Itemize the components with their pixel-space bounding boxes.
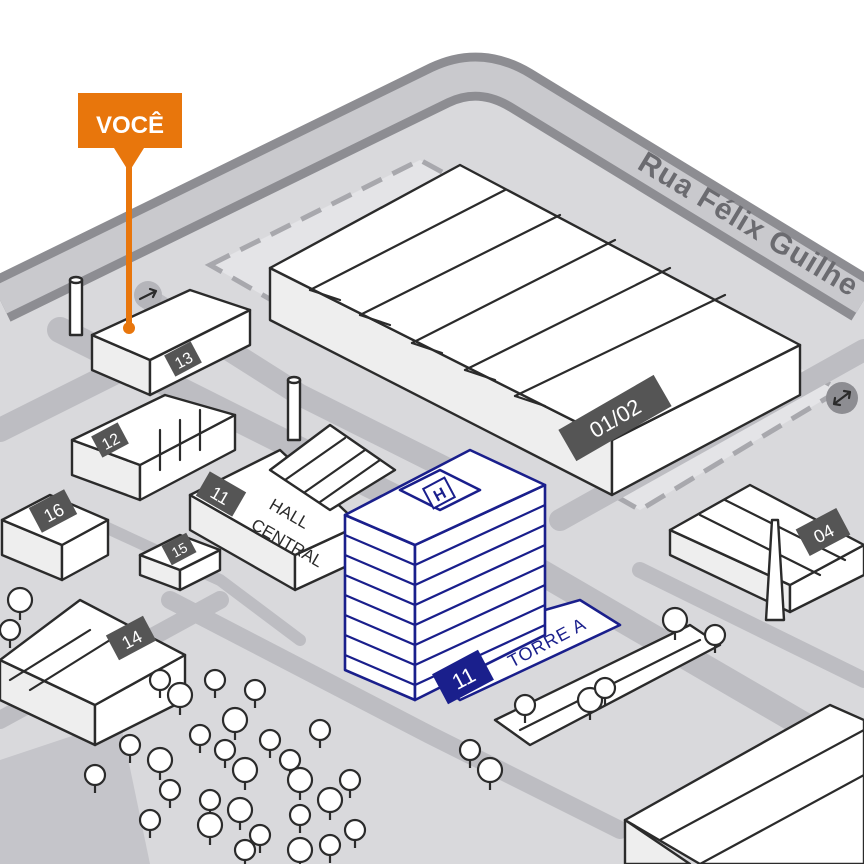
tree-icon <box>83 763 107 793</box>
building-14[interactable]: 14 <box>0 598 187 747</box>
building-bottom-right <box>623 703 864 864</box>
tree-icon <box>513 693 537 723</box>
tree-icon <box>316 786 344 820</box>
tree-icon <box>308 718 332 748</box>
tree-icon <box>661 606 689 640</box>
you-are-here-marker[interactable]: VOCÊ <box>78 93 182 334</box>
building-11-torre-a[interactable]: H 11 TORRE A <box>343 448 622 705</box>
building-11-torre-badge <box>432 649 494 705</box>
tree-icon <box>203 668 227 698</box>
building-12-badge <box>91 422 129 458</box>
marker-label: VOCÊ <box>96 111 164 139</box>
tree-icon <box>118 733 142 763</box>
tree-icon <box>476 756 504 790</box>
tree-icon <box>148 668 172 698</box>
building-01-02[interactable]: 01/02 <box>268 163 802 497</box>
building-12[interactable]: 12 <box>70 393 237 502</box>
marker-pin-icon <box>78 93 182 172</box>
trees <box>0 586 727 864</box>
tree-icon <box>158 778 182 808</box>
lower-lot <box>0 720 150 864</box>
building-13-badge <box>164 341 202 377</box>
tree-icon <box>338 768 362 798</box>
tree-icon <box>221 706 249 740</box>
tree-icon <box>288 803 312 833</box>
tree-icon <box>318 833 342 863</box>
building-15[interactable]: 15 <box>138 532 222 592</box>
building-15-badge <box>161 532 197 566</box>
direction-marker-right <box>826 382 858 414</box>
building-13-number: 13 <box>172 349 196 372</box>
chimney-center <box>286 375 302 442</box>
building-14-badge <box>105 615 157 661</box>
tree-icon <box>138 808 162 838</box>
tree-icon <box>593 676 617 706</box>
building-13[interactable]: 13 <box>90 288 252 397</box>
tree-icon <box>233 838 257 864</box>
building-11-hall-central[interactable]: 11 HALL CENTRAL <box>188 423 397 592</box>
tree-icon <box>6 586 34 620</box>
building-15-number: 15 <box>169 539 190 561</box>
tree-icon <box>258 728 282 758</box>
tree-icon <box>458 738 482 768</box>
perimeter-road-inner <box>0 61 864 314</box>
direction-marker-left <box>134 281 162 309</box>
tree-icon <box>226 796 254 830</box>
tree-icon <box>166 681 194 715</box>
tree-icon <box>286 766 314 800</box>
tree-icon <box>231 756 259 790</box>
tree-icon <box>248 823 272 853</box>
tree-icon <box>343 818 367 848</box>
tree-icon <box>213 738 237 768</box>
building-04[interactable]: 04 <box>668 483 864 614</box>
tree-icon <box>278 748 302 778</box>
chimney-left <box>68 275 84 337</box>
chimney-right <box>764 518 786 622</box>
building-12-number: 12 <box>99 430 123 453</box>
tree-icon <box>0 618 22 648</box>
building-16-badge <box>28 489 78 533</box>
tree-icon <box>286 836 314 864</box>
tree-icon <box>703 623 727 653</box>
tree-icon <box>243 678 267 708</box>
building-16[interactable]: 16 <box>0 489 110 582</box>
building-01-02-badge <box>558 374 672 462</box>
tree-icon <box>188 723 212 753</box>
tree-icon <box>196 811 224 845</box>
helipad-icon: H <box>398 468 482 512</box>
building-04-badge <box>795 507 851 557</box>
tree-icon <box>146 746 174 780</box>
building-11-hall-badge <box>195 471 247 517</box>
